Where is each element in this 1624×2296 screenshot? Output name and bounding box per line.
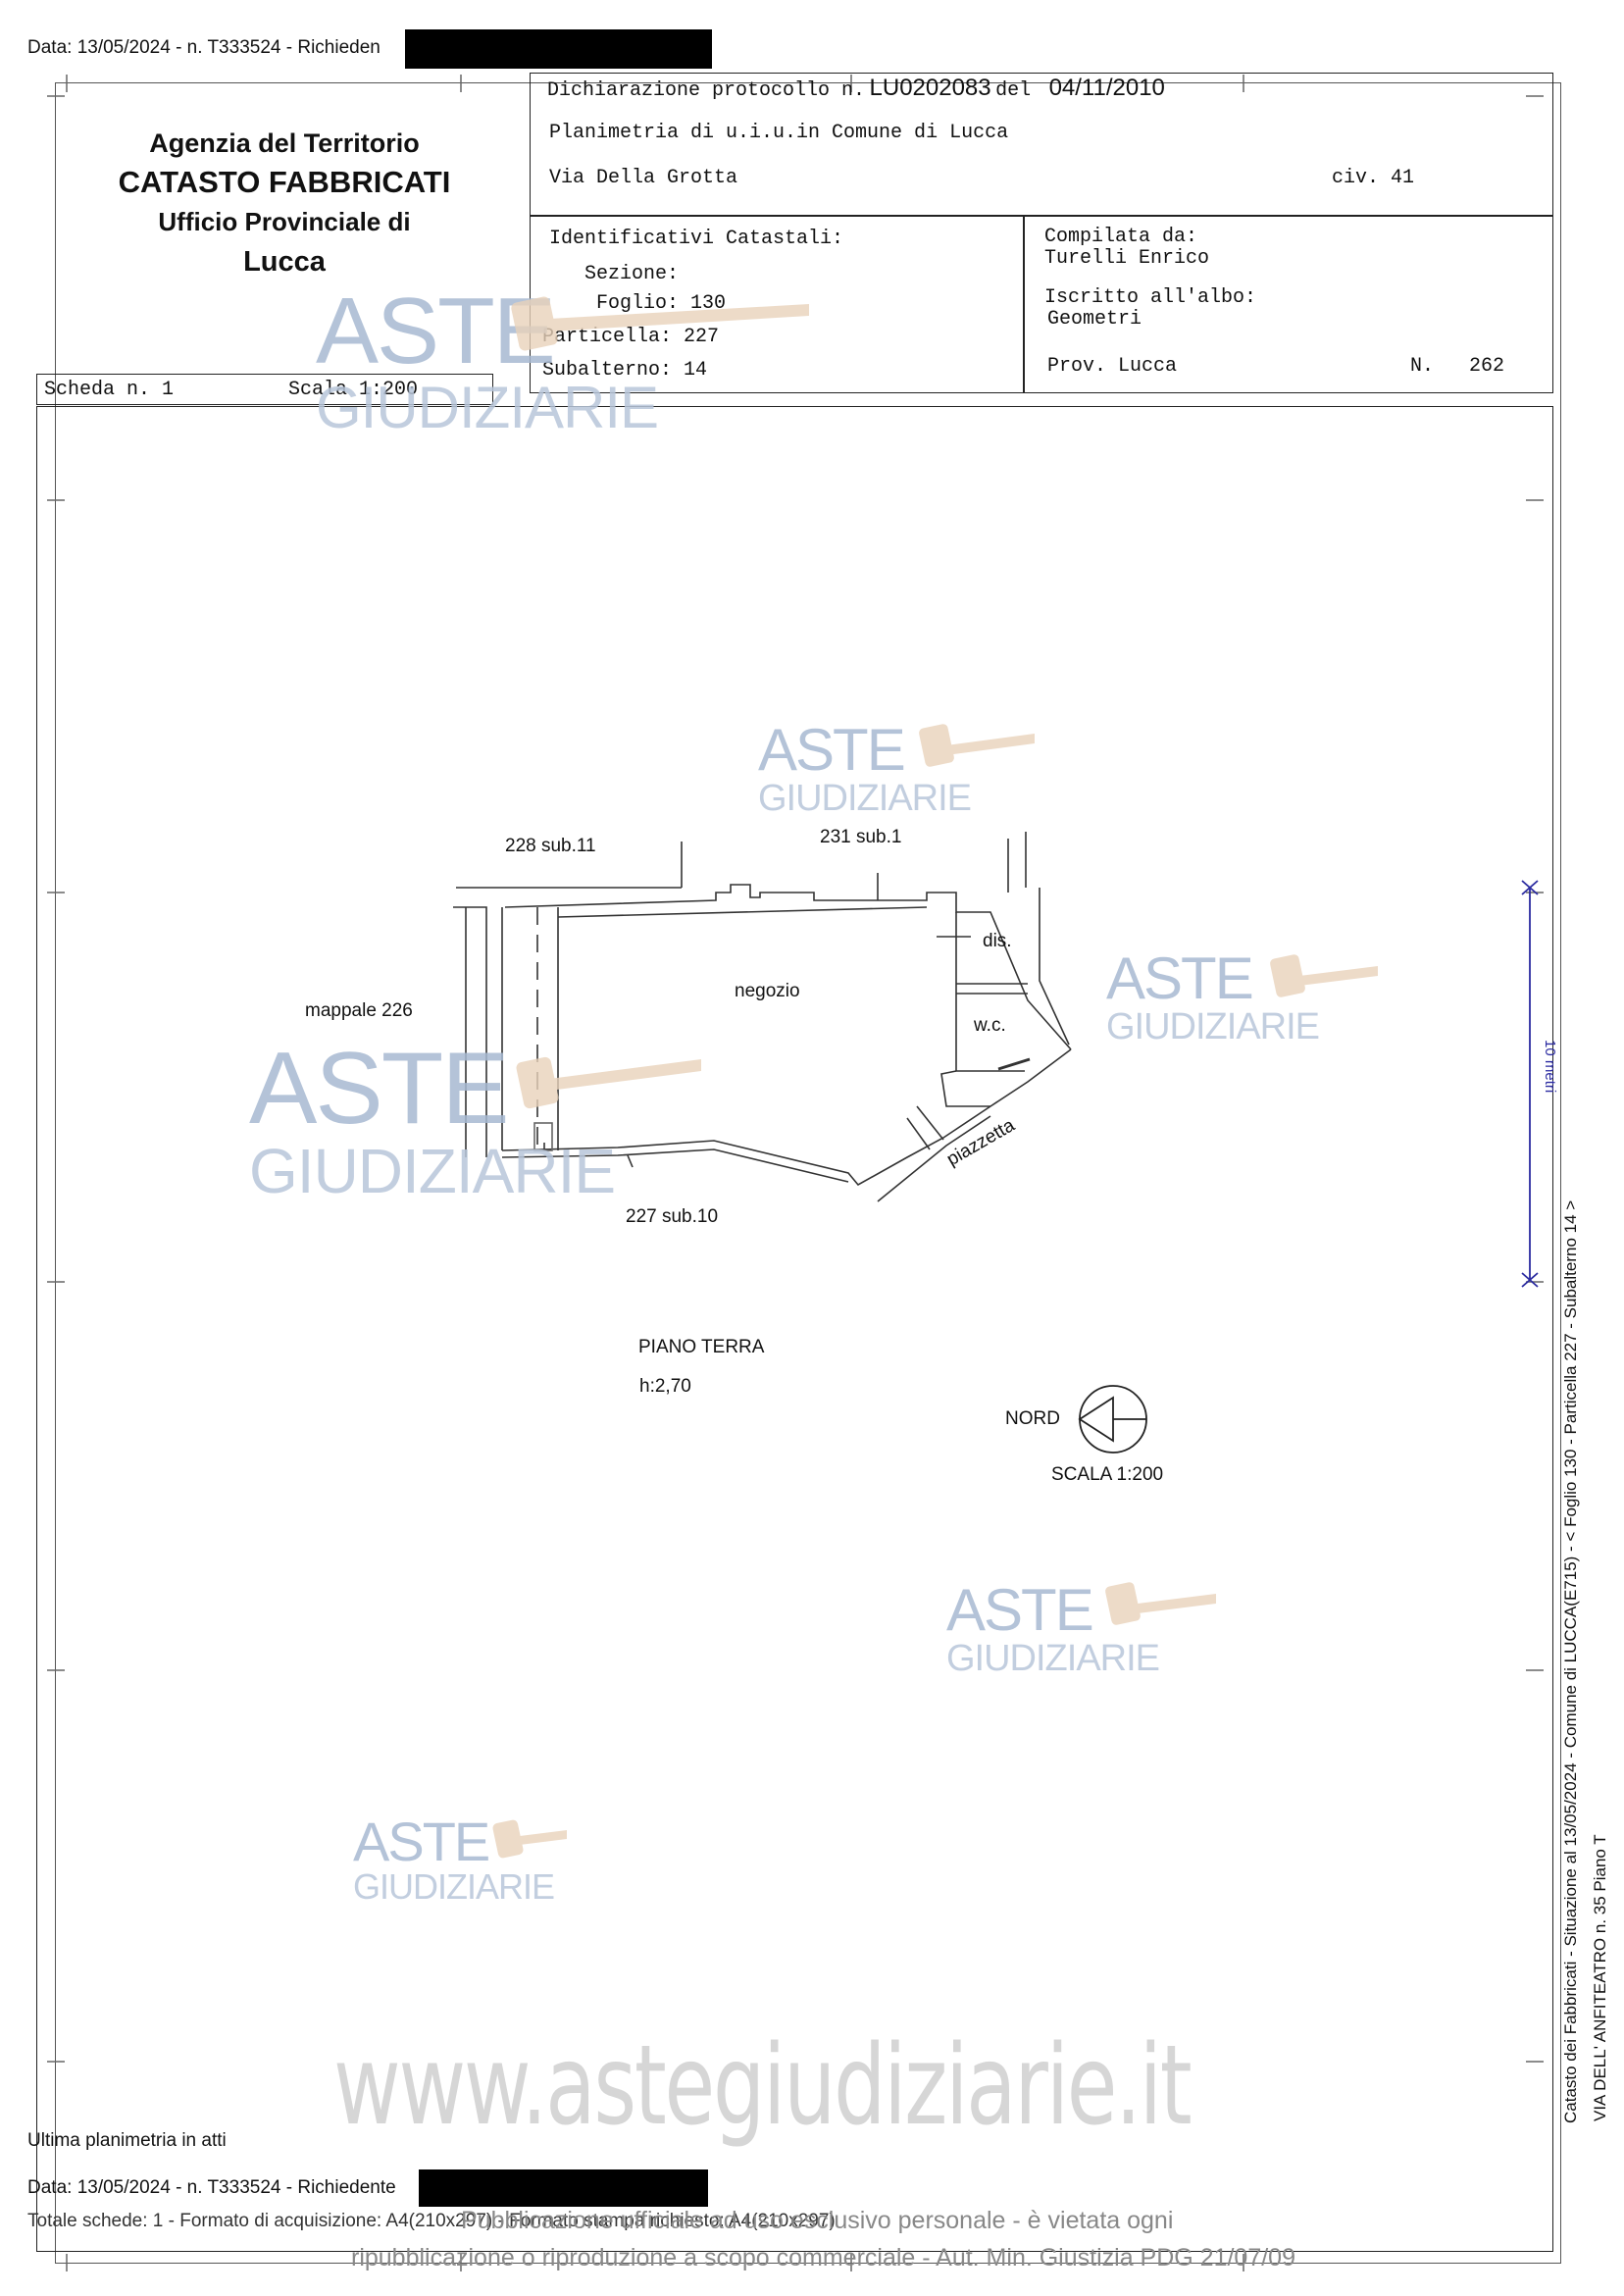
agency-line2: CATASTO FABBRICATI — [118, 165, 451, 199]
watermark-aste-5: ASTE GIUDIZIARIE — [946, 1577, 1160, 1679]
watermark-aste-4: ASTE GIUDIZIARIE — [249, 1032, 616, 1206]
compiled-by: Turelli Enrico — [1044, 247, 1210, 270]
protocol-label: Dichiarazione protocollo n. — [547, 79, 866, 102]
declaration-protocol: Dichiarazione protocollo n. LU0202083 de… — [547, 75, 1165, 102]
label-227-sub10: 227 sub.10 — [626, 1206, 719, 1227]
identifiers-particella: Particella: 227 — [542, 326, 720, 348]
registered-label: Iscritto all'albo: — [1044, 286, 1257, 309]
identifiers-title: Identificativi Catastali: — [549, 228, 844, 250]
label-height: h:2,70 — [639, 1376, 691, 1397]
drawing-frame — [36, 406, 1553, 2252]
label-wc: w.c. — [974, 1015, 1006, 1036]
street: Via Della Grotta — [549, 167, 738, 189]
label-mappale-226: mappale 226 — [305, 1000, 413, 1021]
agency-line3: Ufficio Provinciale di — [158, 207, 411, 236]
label-scala-200: SCALA 1:200 — [1051, 1464, 1164, 1485]
number-label: N. — [1410, 355, 1435, 378]
label-231-sub1: 231 sub.1 — [820, 827, 902, 847]
label-nord: NORD — [1005, 1408, 1060, 1429]
scheda-scale: Scala 1:200 — [288, 379, 419, 401]
redaction-bar-bottom — [419, 2169, 708, 2207]
identifiers-sezione: Sezione: — [584, 263, 680, 285]
compiler-box — [1023, 215, 1553, 393]
identifiers-subalterno: Subalterno: 14 — [542, 359, 708, 382]
watermark-aste-6: ASTE GIUDIZIARIE — [353, 1811, 555, 1907]
footer-pub-line1: Pubblicazione ufficiale ad uso esclusivo… — [461, 2207, 1174, 2234]
scheda-label: Scheda n. 1 — [44, 379, 175, 401]
agency-block: Agenzia del Territorio CATASTO FABBRICAT… — [59, 126, 510, 284]
watermark-aste-1: ASTE GIUDIZIARIE — [316, 279, 659, 440]
agency-line4: Lucca — [243, 246, 326, 278]
footer-last-plan: Ultima planimetria in atti — [27, 2130, 227, 2151]
protocol-date: 04/11/2010 — [1048, 75, 1165, 101]
registered: Geometri — [1047, 308, 1142, 331]
province: Prov. Lucca — [1047, 355, 1178, 378]
label-10-metri: 10 metri — [1542, 1040, 1558, 1094]
number: 262 — [1469, 355, 1505, 378]
outer-frame — [55, 82, 1561, 2264]
redaction-bar-top — [405, 29, 712, 69]
plan-line: Planimetria di u.i.u.in Comune di Lucca — [549, 122, 1009, 144]
side-text-line1: Catasto dei Fabbricati - Situazione al 1… — [1561, 1199, 1580, 2123]
label-negozio: negozio — [735, 981, 800, 1001]
watermark-aste-2: ASTE GIUDIZIARIE — [758, 717, 972, 819]
declaration-box — [530, 73, 1553, 217]
protocol-del-label: del — [995, 79, 1032, 102]
footer-schede-line: Totale schede: 1 - Formato di acquisizio… — [27, 2211, 836, 2231]
label-dis: dis. — [983, 931, 1012, 951]
agency-line1: Agenzia del Territorio — [149, 128, 420, 158]
protocol-number: LU0202083 — [869, 75, 991, 101]
scheda-box — [36, 374, 493, 405]
side-text-line2: VIA DELL' ANFITEATRO n. 35 Piano T — [1591, 1834, 1609, 2121]
compiled-by-label: Compilata da: — [1044, 226, 1198, 248]
label-228-sub11: 228 sub.11 — [505, 836, 596, 856]
footer-data-line: Data: 13/05/2024 - n. T333524 - Richiede… — [27, 2177, 396, 2198]
footer-pub-line2: ripubblicazione o riproduzione a scopo c… — [351, 2244, 1295, 2271]
civic: civ. 41 — [1332, 167, 1415, 189]
watermark-aste-3: ASTE GIUDIZIARIE — [1106, 945, 1320, 1047]
watermark-site: www.astegiudiziarie.it — [333, 2022, 1193, 2150]
label-piano-terra: PIANO TERRA — [638, 1337, 765, 1357]
identifiers-foglio: Foglio: 130 — [596, 292, 727, 315]
header-top-line: Data: 13/05/2024 - n. T333524 - Richiede… — [27, 37, 381, 58]
